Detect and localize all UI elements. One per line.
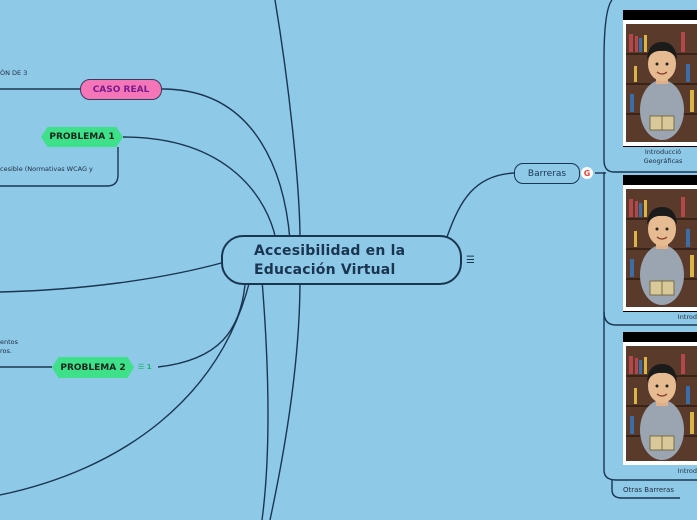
- image-frame: [623, 185, 697, 311]
- card-2-caption-line-1: Introd: [677, 313, 697, 321]
- problema-2-note-line-1: entos: [0, 338, 19, 346]
- portrait-image: [626, 189, 697, 307]
- menu-lines-icon[interactable]: ☰: [466, 255, 475, 266]
- google-g-icon[interactable]: G: [581, 167, 593, 179]
- image-frame: [623, 342, 697, 465]
- image-card-3[interactable]: [623, 332, 697, 465]
- central-title-line-2: Educación Virtual: [254, 262, 396, 278]
- list-count: 1: [146, 363, 152, 371]
- image-card-2[interactable]: [623, 175, 697, 312]
- card-2-caption: Introd: [623, 313, 697, 322]
- card-1-caption-line-1: Introducció: [644, 148, 682, 156]
- image-frame: [623, 20, 697, 146]
- problema-1-note: cesible (Normativas WCAG y: [0, 165, 93, 173]
- portrait-image: [626, 346, 697, 461]
- barreras-node[interactable]: Barreras: [514, 163, 580, 184]
- card-3-caption-line-1: Introd: [677, 467, 697, 475]
- problema-1-node[interactable]: PROBLEMA 1: [41, 127, 123, 147]
- card-1-caption: Introducció Geográficas: [623, 148, 697, 166]
- otras-barreras-node[interactable]: Otras Barreras: [623, 486, 674, 494]
- image-card-1[interactable]: [623, 10, 697, 147]
- cut-off-text-top: ÓN DE 3: [0, 69, 28, 77]
- caso-real-node[interactable]: CASO REAL: [80, 79, 162, 100]
- problema-2-node[interactable]: PROBLEMA 2: [52, 357, 134, 378]
- central-title: Accesibilidad en la Educación Virtual: [254, 242, 405, 280]
- problema-2-note-line-2: ros.: [0, 347, 12, 355]
- central-topic[interactable]: Accesibilidad en la Educación Virtual: [221, 235, 462, 285]
- card-1-caption-line-2: Geográficas: [643, 157, 683, 165]
- list-icon[interactable]: ☰ 1: [138, 363, 152, 371]
- portrait-image: [626, 24, 697, 142]
- central-title-line-1: Accesibilidad en la: [254, 243, 406, 259]
- card-3-caption: Introd: [623, 467, 697, 476]
